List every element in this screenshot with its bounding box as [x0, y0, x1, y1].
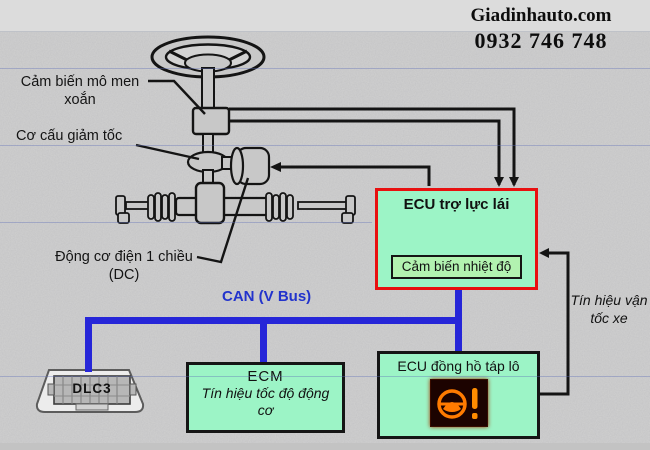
engine-speed-signal-label: Tín hiệu tốc độ động cơ [201, 385, 330, 418]
can-bus-horizontal [85, 317, 462, 324]
speed-signal-wire [540, 251, 570, 396]
dc-motor-part [235, 146, 271, 186]
ruled-line [0, 68, 650, 69]
phone-number: 0932 746 748 [474, 28, 608, 53]
can-bus-drop-ecm [260, 324, 267, 362]
can-bus-drop-cluster [455, 288, 462, 351]
cluster-ecu-box: ECU đồng hồ táp lô [377, 351, 540, 439]
dc-motor-label: Động cơ điện 1 chiều (DC) [55, 249, 193, 283]
arrowhead-down-icon [509, 177, 519, 187]
torque-sensor-wires [229, 107, 516, 185]
torque-sensor-part [191, 106, 231, 136]
torque-sensor-label: Cảm biến mô men xoắn [20, 74, 140, 108]
ecm-box: ECM Tín hiệu tốc độ động cơ [186, 362, 345, 433]
rack-tube-part [174, 196, 274, 217]
paper-bottom-band [0, 443, 650, 450]
reduction-gear-part [186, 150, 230, 174]
cluster-ecu-title: ECU đồng hồ táp lô [397, 358, 520, 374]
reduction-gear-label: Cơ cấu giảm tốc [16, 128, 123, 144]
dlc3-label: DLC3 [72, 381, 112, 396]
vehicle-speed-signal-label: Tín hiệu vận tốc xe [570, 292, 648, 326]
motor-drive-wire [280, 165, 431, 186]
steering-wheel-icon [150, 35, 266, 79]
can-bus-drop-dlc3 [85, 317, 92, 372]
eps-ecu-box: ECU trợ lực lái Cảm biến nhiệt độ [375, 188, 538, 290]
can-bus-label: CAN (V Bus) [222, 288, 312, 305]
arrowhead-down-icon [494, 177, 504, 187]
eps-warning-lamp-icon [429, 379, 488, 427]
ruled-line [0, 376, 650, 377]
arrowhead-left-icon [270, 162, 281, 172]
temp-sensor-box: Cảm biến nhiệt độ [391, 255, 522, 279]
ruled-line [0, 145, 650, 146]
arrowhead-left-icon [539, 248, 549, 258]
ruled-line [0, 222, 372, 223]
eps-ecu-title: ECU trợ lực lái [403, 196, 510, 213]
site-name: Giadinhauto.com [470, 5, 612, 26]
watermark-header: Giadinhauto.com 0932 746 748 [440, 4, 642, 54]
